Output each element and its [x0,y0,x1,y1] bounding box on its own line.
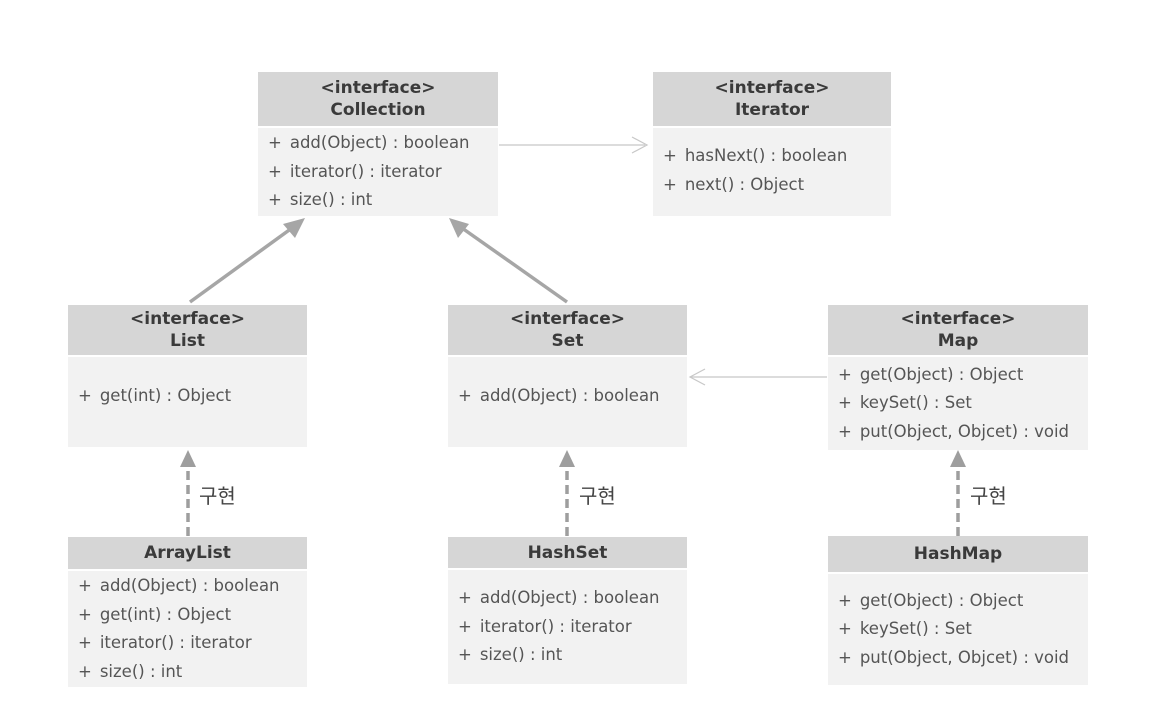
list-to-collection-arrowhead [283,218,305,238]
hashset-name: HashSet [527,542,608,563]
op-row: +iterator() : iterator [458,616,632,636]
hashmap-to-map-arrowhead [950,450,966,467]
iterator-box: <interface> Iterator +hasNext() : boolea… [653,72,891,216]
op-row: +keySet() : Set [838,393,972,413]
collection-name: Collection [330,100,426,120]
op-row: +add(Object) : boolean [458,386,660,405]
collection-ops: +add(Object) : boolean +iterator() : ite… [258,128,498,216]
set-to-collection-arrowhead [449,218,469,238]
map-header: <interface> Map [828,305,1088,357]
op-row: +get(int) : Object [78,386,232,405]
hashmap-box: HashMap +get(Object) : Object +keySet() … [828,536,1088,685]
op-row: +get(Object) : Object [838,364,1024,384]
hashset-set-edge-label: 구현 [579,484,616,508]
set-ops: +add(Object) : boolean [448,357,687,447]
op-row: +add(Object) : boolean [268,133,470,153]
collection-header: <interface> Collection [258,72,498,128]
hashset-header: HashSet [448,537,687,570]
hashset-box: HashSet +add(Object) : boolean +iterator… [448,537,687,684]
set-header: <interface> Set [448,305,687,357]
op-row: +put(Object, Objcet) : void [838,647,1070,667]
arraylist-name: ArrayList [144,543,231,563]
op-row: +put(Object, Objcet) : void [838,421,1070,441]
set-name: Set [551,331,584,351]
hashmap-ops: +get(Object) : Object +keySet() : Set +p… [828,574,1088,685]
arraylist-to-list-arrowhead [180,450,196,467]
op-row: +get(int) : Object [78,604,232,624]
op-row: +keySet() : Set [838,619,972,639]
set-stereotype: <interface> [510,309,625,329]
op-row: +size() : int [78,661,183,681]
op-row: +add(Object) : boolean [78,576,280,595]
list-stereotype: <interface> [130,309,245,329]
op-row: +size() : int [458,645,563,665]
set-box: <interface> Set +add(Object) : boolean [448,305,687,447]
op-row: +get(Object) : Object [838,590,1024,610]
list-name: List [170,331,205,351]
hashset-ops: +add(Object) : boolean +iterator() : ite… [448,570,687,684]
list-to-collection-line [188,226,294,304]
hashmap-header: HashMap [828,536,1088,574]
collection-stereotype: <interface> [320,78,436,98]
op-row: +iterator() : iterator [78,633,252,652]
op-row: +hasNext() : boolean [663,146,848,165]
map-ops: +get(Object) : Object +keySet() : Set +p… [828,357,1088,450]
hashmap-map-edge-label: 구현 [970,484,1007,508]
hashset-to-set-arrowhead [559,450,575,467]
set-to-collection-line [460,226,569,304]
arraylist-ops: +add(Object) : boolean +get(int) : Objec… [68,571,307,687]
op-row: +size() : int [268,190,373,210]
op-row: +add(Object) : boolean [458,588,660,608]
map-name: Map [937,331,979,351]
op-row: +next() : Object [663,174,805,194]
iterator-name: Iterator [734,100,810,120]
map-stereotype: <interface> [900,309,1016,329]
op-row: +iterator() : iterator [268,161,442,181]
arraylist-header: ArrayList [68,537,307,571]
arraylist-box: ArrayList +add(Object) : boolean +get(in… [68,537,307,687]
list-ops: +get(int) : Object [68,357,307,447]
arraylist-list-edge-label: 구현 [199,484,236,508]
list-header: <interface> List [68,305,307,357]
iterator-stereotype: <interface> [714,78,830,98]
iterator-header: <interface> Iterator [653,72,891,128]
collection-box: <interface> Collection +add(Object) : bo… [258,72,498,216]
iterator-ops: +hasNext() : boolean +next() : Object [653,128,891,216]
map-to-set-arrowhead [688,368,706,386]
collection-to-iterator-arrowhead [631,136,649,154]
hashmap-name: HashMap [913,544,1003,564]
map-box: <interface> Map +get(Object) : Object +k… [828,305,1088,450]
list-box: <interface> List +get(int) : Object [68,305,307,447]
